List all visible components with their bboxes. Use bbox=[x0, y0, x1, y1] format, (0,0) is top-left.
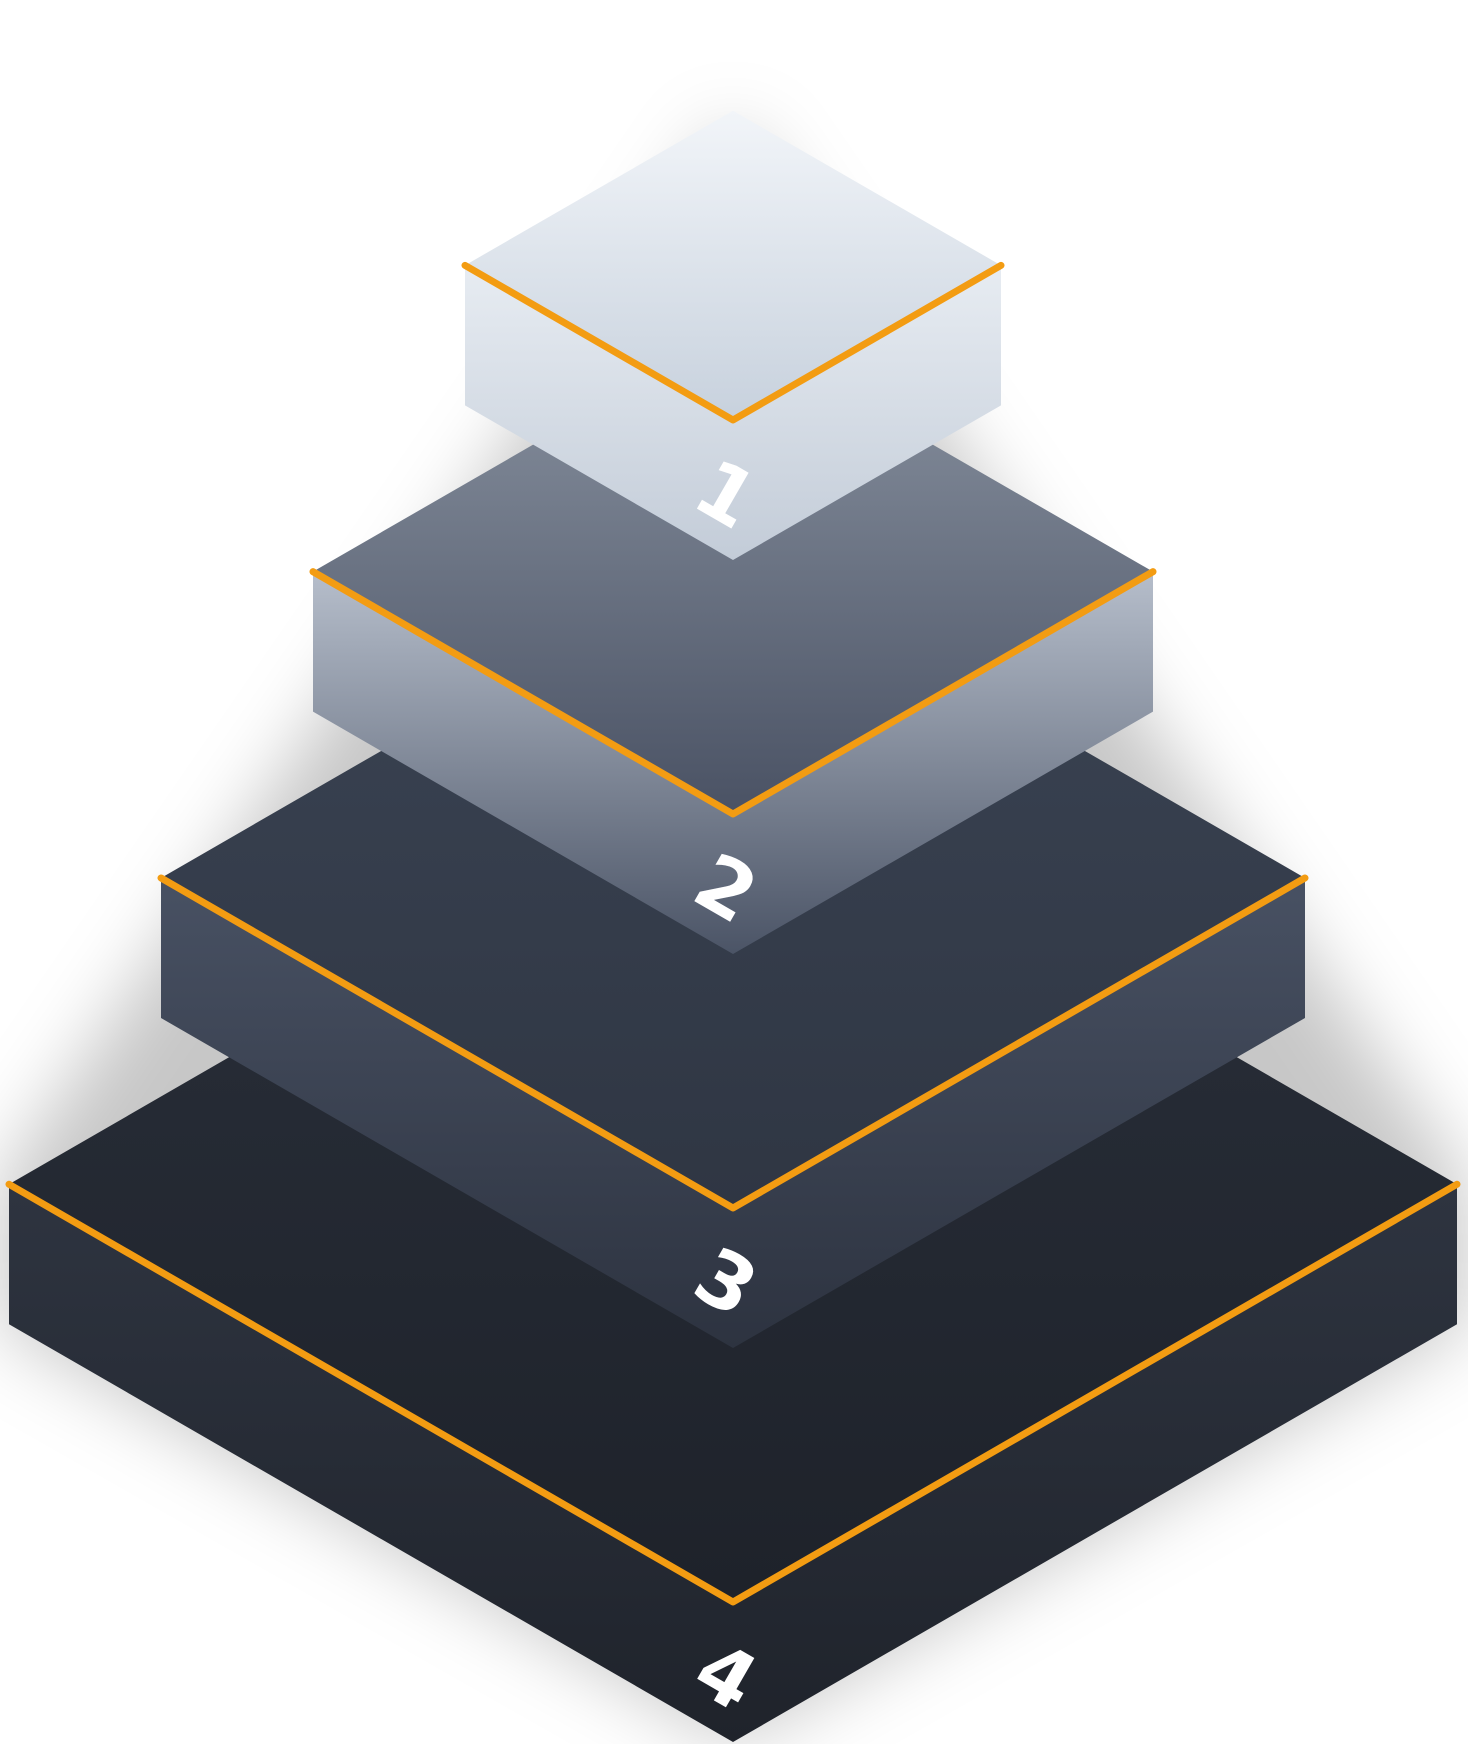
pyramid-layers: 4321 bbox=[9, 111, 1457, 1742]
